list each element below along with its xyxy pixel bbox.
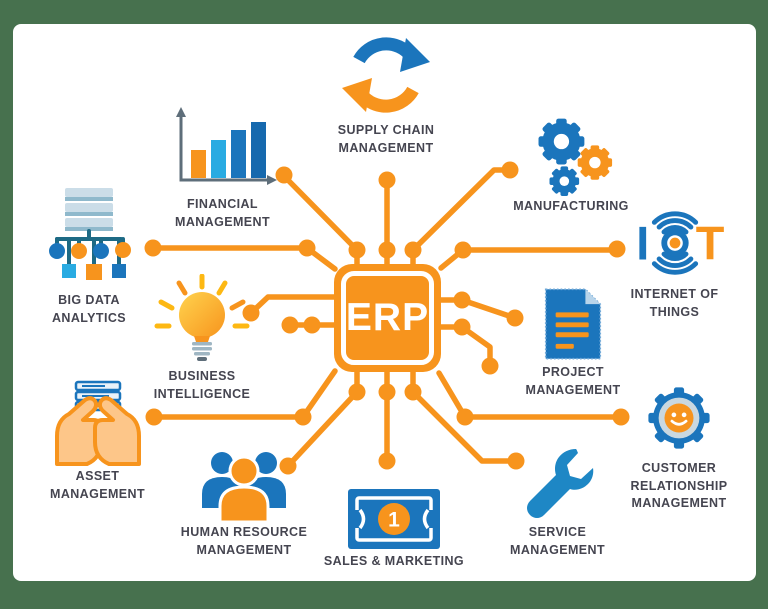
module-label: FINANCIAL MANAGEMENT [175,196,270,231]
document-icon [544,288,602,360]
connector-dots [144,161,630,475]
module-internet-of-things: I T INTERNET OF THINGS [602,204,747,321]
label-line: MANAGEMENT [510,542,605,557]
erp-chip-border [341,271,434,365]
label-line: MANUFACTURING [513,199,629,213]
connector-service [410,369,519,464]
module-manufacturing: MANUFACTURING [487,110,655,216]
iot-signal-icon: I T [636,211,724,275]
module-label: PROJECT MANAGEMENT [526,364,621,399]
label-line: MANAGEMENT [50,486,145,501]
gears-icon [538,118,613,196]
banknote-denomination: 1 [388,509,400,532]
module-label: BUSINESS INTELLIGENCE [154,368,250,403]
connector-right-stub [438,324,493,368]
hands-holding-servers-icon [54,380,141,466]
module-customer-relationship-management: CUSTOMER RELATIONSHIP MANAGEMENT [605,378,753,513]
people-group-icon [202,452,286,522]
erp-label: ERP [345,296,430,339]
module-business-intelligence: BUSINESS INTELLIGENCE [118,274,286,403]
label-line: BIG DATA [58,293,120,307]
module-label: HUMAN RESOURCE MANAGEMENT [181,524,307,559]
label-line: RELATIONSHIP [630,478,728,493]
module-label: MANUFACTURING [513,198,629,216]
gear-smiley-icon [648,387,710,449]
erp-chip: ERP [334,264,441,372]
module-big-data-analytics: BIG DATA ANALYTICS [15,186,163,327]
module-financial-management: FINANCIAL MANAGEMENT [140,106,305,231]
module-human-resource-management: HUMAN RESOURCE MANAGEMENT [160,448,328,559]
module-label: CUSTOMER RELATIONSHIP MANAGEMENT [631,460,728,513]
module-project-management: PROJECT MANAGEMENT [498,286,648,399]
module-label: INTERNET OF THINGS [631,286,719,321]
label-line: MANAGEMENT [525,382,621,397]
bar-chart-icon [175,107,277,185]
banknote-icon: 1 [348,489,440,549]
label-line: ANALYTICS [52,310,126,325]
iot-letter-t: T [695,218,724,270]
label-line: FINANCIAL [187,197,258,211]
lightbulb-icon [154,274,250,361]
module-sales-marketing: 1 SALES & MARKETING [305,487,483,571]
module-supply-chain: SUPPLY CHAIN MANAGEMENT [300,30,472,157]
label-line: SALES & MARKETING [323,554,465,568]
label-line: MANAGEMENT [338,140,434,155]
label-line: HUMAN RESOURCE [180,525,308,539]
label-line: SERVICE [528,525,587,539]
module-label: SALES & MARKETING [324,553,464,571]
module-label: SUPPLY CHAIN MANAGEMENT [338,122,435,157]
label-line: INTELLIGENCE [153,386,251,401]
label-line: ASSET [75,469,120,483]
wrench-icon [526,449,593,518]
label-line: THINGS [649,304,700,319]
label-line: MANAGEMENT [196,542,292,557]
label-line: SUPPLY CHAIN [337,123,435,137]
label-line: INTERNET OF [630,287,719,301]
label-line: MANAGEMENT [631,496,727,510]
label-line: MANAGEMENT [175,214,270,229]
module-asset-management: ASSET MANAGEMENT [25,380,170,503]
module-label: BIG DATA ANALYTICS [52,292,126,327]
label-line: PROJECT [542,365,604,379]
module-service-management: SERVICE MANAGEMENT [480,447,635,559]
sync-arrows-icon [342,37,430,113]
label-line: CUSTOMER [641,461,717,475]
module-label: ASSET MANAGEMENT [50,468,145,503]
database-network-icon [49,188,131,280]
module-label: SERVICE MANAGEMENT [510,524,605,559]
label-line: BUSINESS [168,369,236,383]
iot-letter-i: I [636,218,649,270]
